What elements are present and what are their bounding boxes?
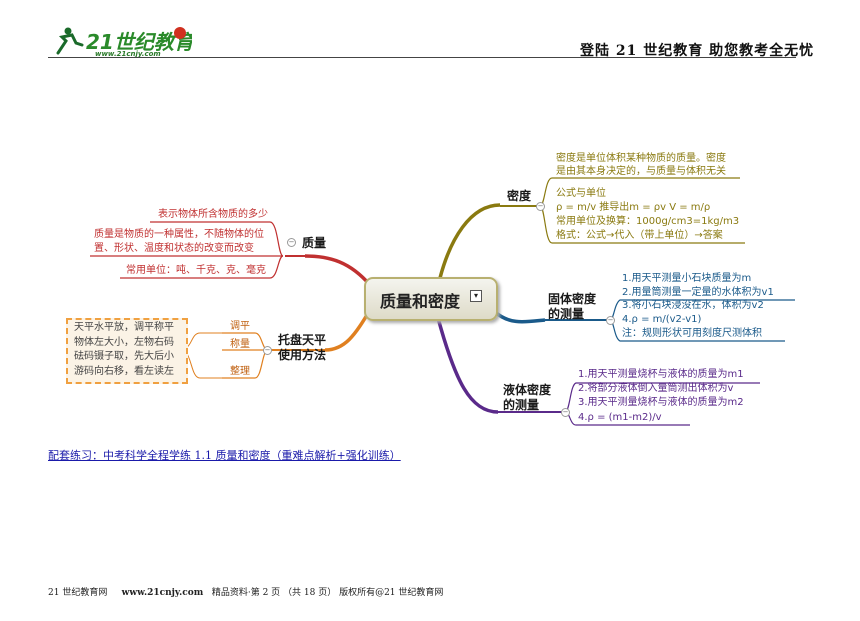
balance-note: 天平水平放，调平称平 物体左大小，左物右码 砝码镊子取，先大后小 游码向右移，看…	[74, 321, 174, 379]
note-line-3: 砝码镊子取，先大后小	[74, 351, 174, 362]
expand-toggle-icon[interactable]: −	[561, 408, 570, 417]
expand-toggle-icon[interactable]: −	[536, 202, 545, 211]
note-line-4: 游码向右移，看左读左	[74, 365, 174, 377]
solid-step-1: 1.用天平测量小石块质量为m	[622, 273, 752, 284]
connector-density	[438, 203, 501, 279]
expand-toggle-icon[interactable]: −	[606, 316, 615, 325]
solid-step-2: 2.用量筒测量一定量的水体积为v1	[622, 287, 774, 298]
solid-step-3: 3.将小石块浸没在水，体积为v2	[622, 300, 764, 311]
connector-solid	[493, 310, 546, 324]
connector-mass	[304, 254, 372, 287]
branch-liquid-title-line1[interactable]: 液体密度	[503, 383, 552, 397]
liquid-step-1: 1.用天平测量烧杯与液体的质量为m1	[578, 369, 744, 380]
runner-icon	[56, 27, 84, 55]
liquid-step-2: 2.将部分液体倒入量筒测出体积为v	[578, 383, 734, 394]
site-logo: 21世纪教育	[56, 27, 192, 55]
density-formula-line3: 格式：公式→代入（带上单位）→答案	[556, 230, 723, 241]
balance-item-tidy: 整理	[230, 366, 250, 377]
footer-info: 精品资料·第 2 页 （共 18 页） 版权所有@21 世纪教育网	[211, 588, 444, 598]
solid-step-4: 4.ρ = m/(v2-v1)	[622, 314, 702, 325]
density-formula-title: 公式与单位	[556, 188, 606, 199]
balance-item-level: 调平	[230, 321, 250, 332]
branch-solid-title-line1[interactable]: 固体密度	[548, 292, 597, 306]
density-def-line1: 密度是单位体积某种物质的质量。密度	[556, 153, 726, 164]
header-slogan: 登陆 21 世纪教育 助您教考全无忧	[580, 43, 815, 59]
mass-line2b: 置、形状、温度和状态的改变而改变	[94, 243, 254, 254]
density-formula-line2: 常用单位及换算：1000g/cm3=1kg/m3	[556, 216, 740, 227]
branch-density-title[interactable]: 密度	[507, 189, 532, 203]
balance-note-box	[66, 318, 188, 384]
expand-toggle-icon[interactable]: −	[287, 238, 296, 247]
mass-line1: 表示物体所含物质的多少	[158, 209, 268, 220]
expand-toggle-icon[interactable]: −	[263, 346, 272, 355]
branch-liquid-title-line2[interactable]: 的测量	[503, 398, 540, 412]
balance-item-weigh: 称量	[230, 339, 250, 350]
center-title: 质量和密度	[380, 292, 461, 311]
footer-site: 21 世纪教育网	[48, 588, 108, 598]
density-def-line2: 是由其本身决定的，与质量与体积无关	[556, 166, 726, 177]
branch-balance-title-line1[interactable]: 托盘天平	[278, 333, 327, 347]
logo-url: www.21cnjy.com	[95, 50, 161, 58]
mass-line2a: 质量是物质的一种属性，不随物体的位	[94, 229, 264, 240]
branch-mass-title[interactable]: 质量	[302, 236, 327, 250]
connector-balance	[324, 309, 372, 352]
apple-icon	[174, 27, 186, 39]
collapse-icon[interactable]: ▾	[470, 290, 482, 302]
connector-liquid	[436, 317, 499, 414]
header-divider	[48, 57, 796, 58]
branch-solid-title-line2[interactable]: 的测量	[548, 307, 585, 321]
footer-url: www.21cnjy.com	[121, 588, 204, 598]
branch-balance-title-line2[interactable]: 使用方法	[278, 348, 327, 362]
liquid-step-3: 3.用天平测量烧杯与液体的质量为m2	[578, 397, 744, 408]
page-footer: 21 世纪教育网 www.21cnjy.com 精品资料·第 2 页 （共 18…	[48, 585, 443, 598]
density-formula-line1: ρ = m/v 推导出m = ρv V = m/ρ	[556, 202, 711, 213]
liquid-step-4: 4.ρ = (m1-m2)/v	[578, 412, 662, 423]
note-line-2: 物体左大小，左物右码	[74, 336, 174, 348]
practice-link[interactable]: 配套练习：中考科学全程学练 1.1 质量和密度（重难点解析+强化训练）	[48, 449, 401, 462]
note-line-1: 天平水平放，调平称平	[74, 322, 174, 333]
mass-line3: 常用单位：吨、千克、克、毫克	[126, 265, 266, 276]
solid-note: 注：规则形状可用刻度尺测体积	[622, 328, 762, 339]
